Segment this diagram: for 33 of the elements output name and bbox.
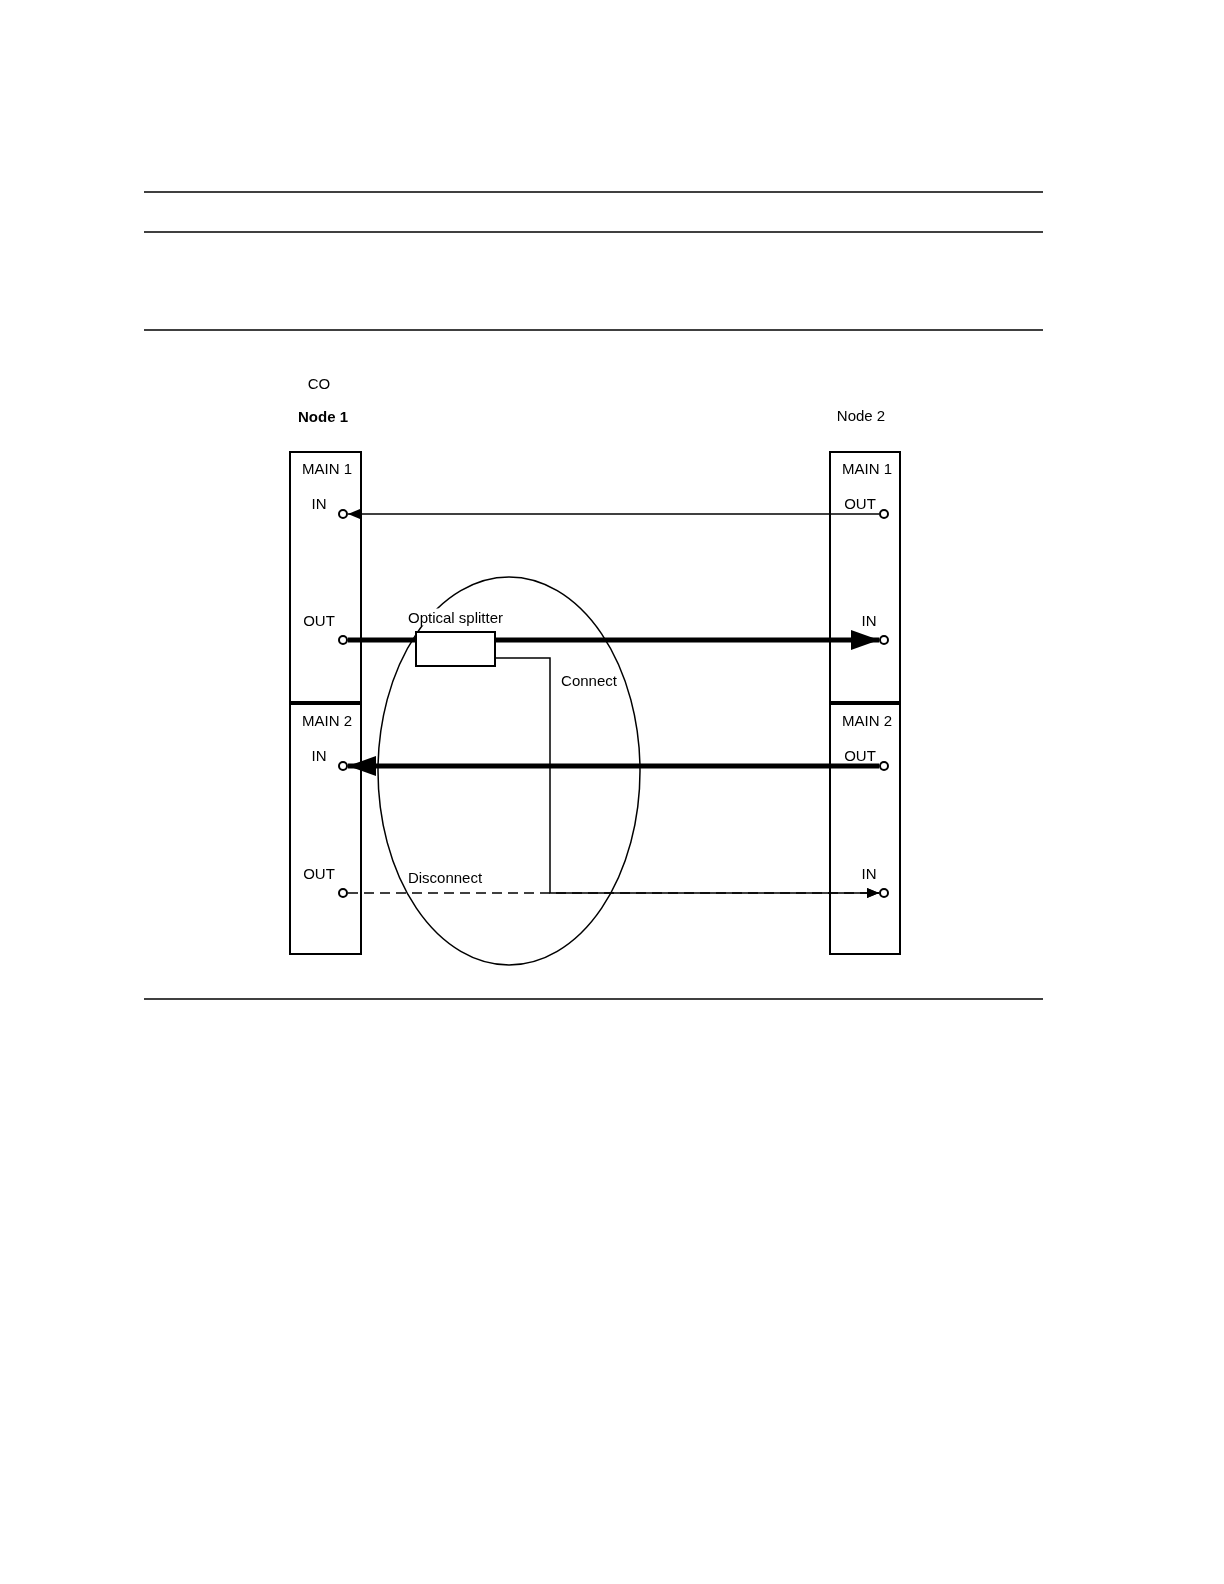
port-circle (338, 761, 348, 771)
port-circle (338, 509, 348, 519)
connector-arrow (347, 888, 880, 898)
connector-arrow (496, 630, 879, 650)
site-label: CO (307, 375, 331, 391)
card-panel (829, 703, 901, 955)
port-circle (879, 635, 889, 645)
port-circle (338, 888, 348, 898)
port-circle (879, 888, 889, 898)
port-circle (338, 635, 348, 645)
port-label: OUT (303, 865, 335, 881)
port-label: OUT (844, 747, 876, 763)
port-circle (879, 761, 889, 771)
card-panel (289, 451, 362, 703)
port-label: IN (861, 865, 877, 881)
card-panel (829, 451, 901, 703)
port-label: OUT (844, 495, 876, 511)
node-label: Node 2 (836, 407, 886, 423)
optical-splitter-box (415, 631, 496, 667)
port-label: IN (311, 747, 327, 763)
port-circle (879, 509, 889, 519)
card-panel (289, 703, 362, 955)
port-label: OUT (303, 612, 335, 628)
module-title: MAIN 2 (302, 713, 352, 728)
module-title: MAIN 1 (302, 461, 352, 476)
module-title: MAIN 1 (842, 461, 892, 476)
port-label: IN (311, 495, 327, 511)
module-title: MAIN 2 (842, 713, 892, 728)
node-label: Node 1 (298, 408, 348, 424)
connector-arrow (348, 756, 879, 776)
splitter-label: Optical splitter (406, 608, 505, 626)
port-label: IN (861, 612, 877, 628)
connector-arrow (347, 509, 880, 519)
